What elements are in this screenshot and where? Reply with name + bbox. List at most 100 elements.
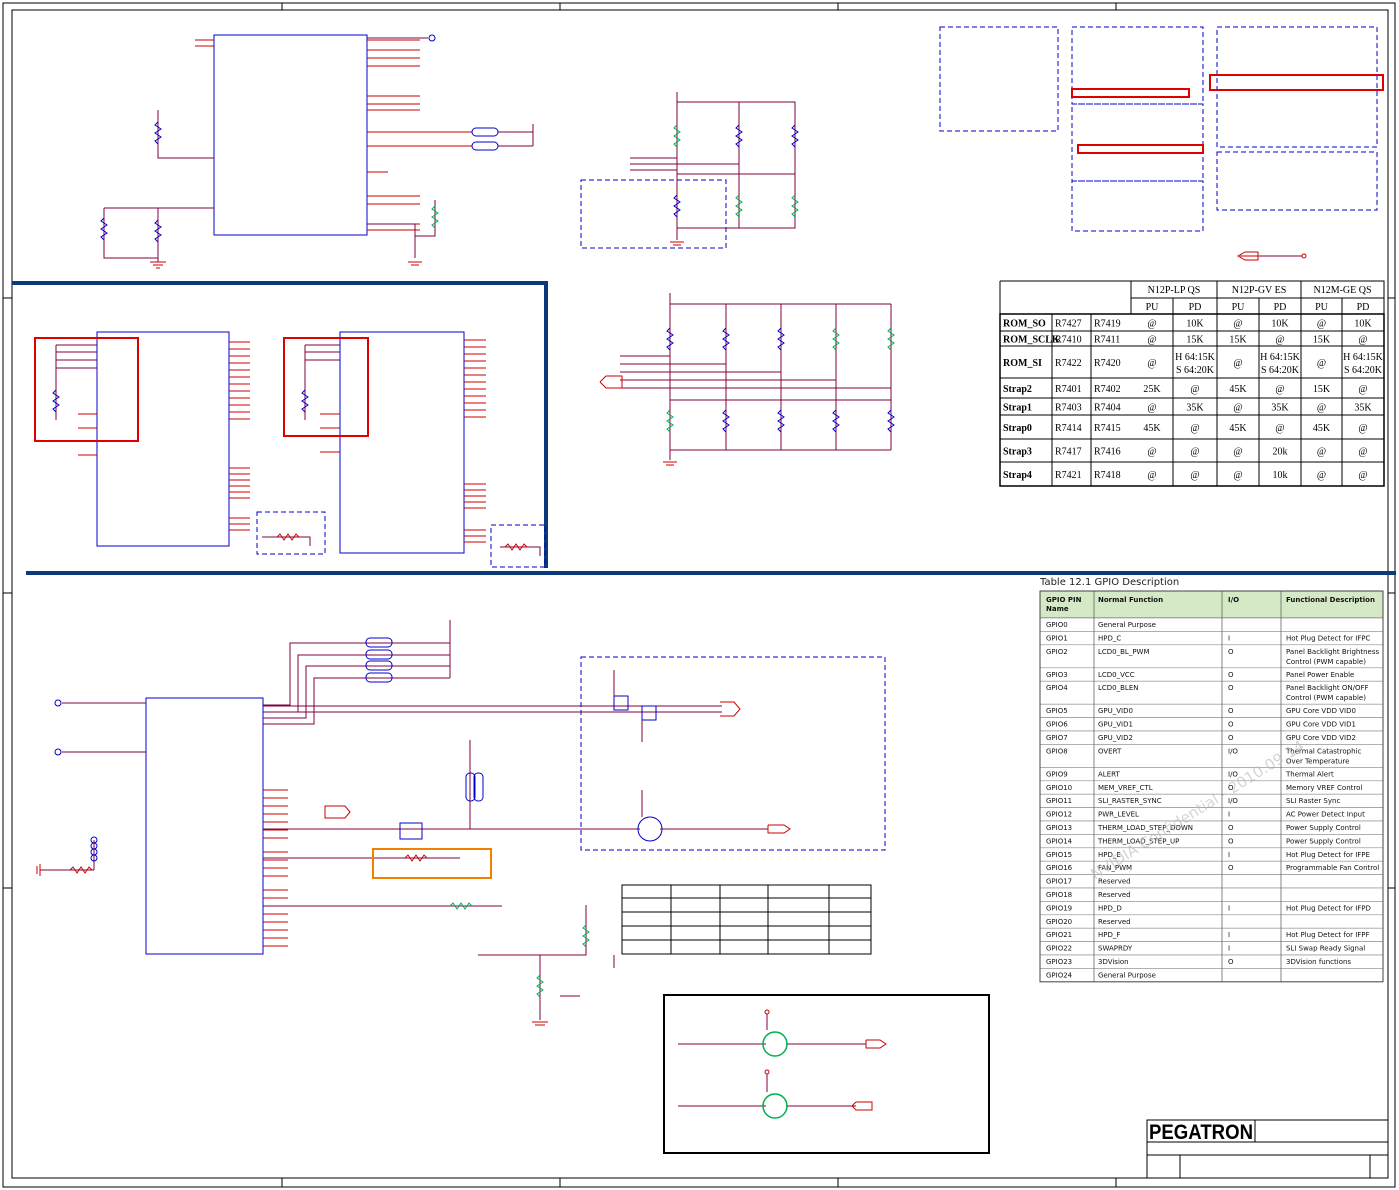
strap-table-cell: @ (1358, 335, 1367, 346)
gpio-row-function: General Purpose (1098, 621, 1156, 629)
strap-table-cell: S 64:20K (1261, 365, 1300, 376)
gpio-row-function: MEM_VREF_CTL (1098, 784, 1153, 792)
strap-table-cell: @ (1317, 470, 1326, 481)
gpio-row-function: Reserved (1098, 918, 1131, 926)
strap-table-cell: @ (1233, 403, 1242, 414)
strap-table-pd-ref: R7404 (1094, 403, 1121, 414)
gpio-row-description: Power Supply Control (1286, 837, 1361, 845)
gpio-row-function: FAN_PWM (1098, 864, 1132, 872)
strap-table-cell: @ (1233, 358, 1242, 369)
gpio-row-pin: GPIO12 (1046, 811, 1072, 819)
strap-table-signal-name: ROM_SO (1003, 319, 1046, 330)
gpio-row-io: I/O (1228, 747, 1238, 755)
gpio-row-pin: GPIO16 (1046, 864, 1073, 872)
gpio-row-description: Thermal Catastrophic (1285, 747, 1361, 755)
config-boxes (939, 26, 1384, 261)
strap-table-cell: @ (1358, 384, 1367, 395)
strap-table-cell: H 64:15K (1260, 352, 1301, 363)
gpio-row-function: SLI_RASTER_SYNC (1098, 797, 1162, 805)
gpio-row-io: O (1228, 958, 1234, 966)
strap-table-cell: 45K (1229, 423, 1247, 434)
gpio-row-io: I (1228, 945, 1230, 953)
strap-table-pd-ref: R7418 (1094, 470, 1121, 481)
strap-table-cell: @ (1275, 423, 1284, 434)
strap-table-pd-ref: R7420 (1094, 358, 1121, 369)
strap-table-pu-ref: R7414 (1055, 423, 1082, 434)
gpio-row-pin: GPIO9 (1046, 770, 1068, 778)
strap-table-pu-ref: R7410 (1055, 335, 1082, 346)
strap-table-cell: @ (1147, 470, 1156, 481)
strap-table-group-header: N12P-LP QS (1148, 285, 1201, 296)
gpio-row-description: SLI Raster Sync (1286, 797, 1340, 805)
gpio-row-description: Memory VREF Control (1286, 784, 1362, 792)
gpio-row-description-2: Control (PWM capable) (1286, 658, 1366, 666)
strap-table-cell: @ (1147, 319, 1156, 330)
strap-table-subheader: PD (1274, 302, 1287, 313)
strap-table-cell: @ (1190, 384, 1199, 395)
strap-table-cell: 15K (1186, 335, 1204, 346)
gpio-row-description: Panel Power Enable (1286, 671, 1354, 679)
gpio-row-pin: GPIO13 (1046, 824, 1072, 832)
strap-table-cell: S 64:20K (1176, 365, 1215, 376)
gpio-row-io: I (1228, 931, 1230, 939)
gpio-row-pin: GPIO0 (1046, 621, 1068, 629)
strap-table-cell: 15K (1313, 335, 1331, 346)
strap-table-cell: @ (1190, 423, 1199, 434)
gpio-row-function: LCD0_VCC (1098, 671, 1135, 679)
strap-table-subheader: PD (1189, 302, 1202, 313)
gpio-row-function: LCD0_BLEN (1098, 684, 1139, 692)
gpio-row-function: HPD_D (1098, 904, 1122, 912)
gpio-row-description: GPU Core VDD VID0 (1286, 707, 1356, 715)
strap-table-pd-ref: R7415 (1094, 423, 1121, 434)
strap-table-subheader: PU (1232, 302, 1246, 313)
option-grid (621, 884, 872, 955)
gpio-row-description: Power Supply Control (1286, 824, 1361, 832)
strap-table-cell: H 64:15K (1175, 352, 1216, 363)
strap-table-cell: S 64:20K (1344, 365, 1383, 376)
gpio-row-pin: GPIO6 (1046, 721, 1068, 729)
strap-table-pu-ref: R7417 (1055, 447, 1082, 458)
memory-ic-2 (339, 331, 465, 554)
gpio-row-io: I (1228, 811, 1230, 819)
strap-table-cell: @ (1190, 447, 1199, 458)
strap-table-cell: 20k (1273, 447, 1288, 458)
gpio-row-function: ALERT (1098, 770, 1120, 778)
rom-ic (213, 34, 368, 236)
gpio-row-description: GPU Core VDD VID1 (1286, 721, 1356, 729)
memory-devices-block (34, 331, 546, 568)
gpio-row-pin: GPIO11 (1046, 797, 1072, 805)
gpio-row-pin: GPIO22 (1046, 945, 1072, 953)
strap-table-cell: 15K (1313, 384, 1331, 395)
gpio-row-function: THERM_LOAD_STEP_DOWN (1097, 824, 1193, 832)
gpio-row-function: SWAPRDY (1098, 945, 1133, 953)
title-block: PEGATRON (1146, 1119, 1389, 1179)
mosfet-level-shift-block (663, 994, 990, 1154)
strap-table-signal-name: Strap3 (1003, 447, 1032, 458)
gpio-row-function: PWR_LEVEL (1098, 811, 1139, 819)
gpio-row-description: Panel Backlight Brightness (1286, 648, 1379, 656)
gpio-table-title: Table 12.1 GPIO Description (1039, 577, 1179, 588)
strap-table-cell: 45K (1229, 384, 1247, 395)
strap-table-cell: 25K (1143, 384, 1161, 395)
strap-table-group-header: N12P-GV ES (1232, 285, 1287, 296)
gpio-row-description-2: Over Temperature (1286, 757, 1349, 765)
strap-resistor-array (599, 293, 895, 466)
strap-table-cell: @ (1147, 447, 1156, 458)
gpio-row-function: Reserved (1098, 891, 1131, 899)
gpio-row-io: O (1228, 824, 1234, 832)
gpio-row-io: I/O (1228, 770, 1238, 778)
gpio-row-pin: GPIO21 (1046, 931, 1072, 939)
gpio-row-pin: GPIO23 (1046, 958, 1072, 966)
gpio-row-function: LCD0_BL_PWM (1098, 648, 1150, 656)
gpio-row-description: GPU Core VDD VID2 (1286, 734, 1356, 742)
gpio-row-io: O (1228, 684, 1234, 692)
gpio-row-function: Reserved (1098, 878, 1131, 886)
strap-table-group-header: N12M-GE QS (1313, 285, 1371, 296)
strap-table-cell: H 64:15K (1343, 352, 1384, 363)
gpio-header-pin-name: Name (1046, 605, 1069, 613)
strap-table-cell: @ (1190, 470, 1199, 481)
rom-strap-block (580, 92, 799, 249)
strap-table-cell: 15K (1229, 335, 1247, 346)
